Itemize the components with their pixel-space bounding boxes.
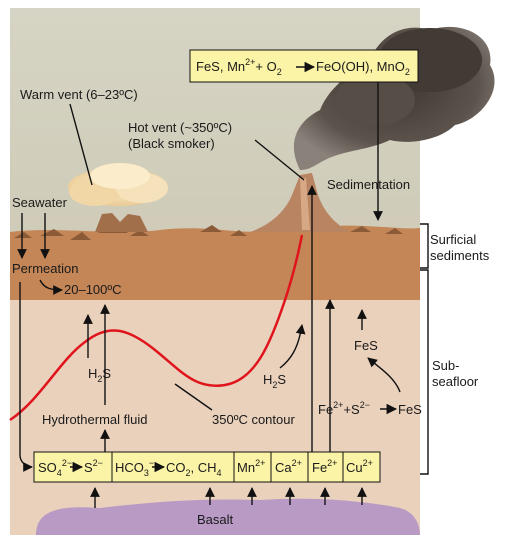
sub-label: Sub- [432,358,459,373]
h2s-left-h: H [88,366,97,381]
svg-text:Mn2+: Mn2+ [237,458,265,475]
contour-350c-line [9,234,304,422]
h2s-right-h: H [263,372,272,387]
ca: Ca [275,460,292,475]
subseafloor-layer [10,300,420,535]
hco3: HCO [115,460,144,475]
hot-vent-leader [254,139,305,181]
top-o2-sub: 2 [277,67,282,77]
flow-arrows [17,82,429,508]
svg-text:H2S: H2S [88,366,111,384]
svg-text:S2−: S2− [84,458,103,475]
hot-vent-label: Hot vent (~350ºC) [128,120,232,135]
top-fes-mn: FeS, Mn [196,59,245,74]
hco3-sub: 3 [144,468,149,478]
top-o2: + O [255,59,276,74]
h2s-left-s: S [102,366,111,381]
h2s-right-arrow [279,324,306,369]
reaction-fe-sup: 2+ [333,400,343,410]
seawater-label: Seawater [12,195,68,210]
hydrothermal-fluid-label: Hydrothermal fluid [42,412,148,427]
so4: SO [38,460,57,475]
mn-sup: 2+ [255,458,265,468]
s2-sup: 2− [93,458,103,468]
svg-text:SO42−: SO42− [38,458,72,478]
h2s-right-s: S [277,372,286,387]
svg-text:Ca2+: Ca2+ [275,458,302,475]
cu-sup: 2+ [363,458,373,468]
cu: Cu [346,460,363,475]
reaction-fe: Fe [318,402,333,417]
basalt-label: Basalt [197,512,234,527]
h2s-right-sub: 2 [272,380,277,390]
seawater-down-arrow [19,282,33,472]
top-product-sub: 2 [405,67,410,77]
h2s-left-sub: 2 [97,374,102,384]
reaction-fes: FeS [398,402,422,417]
black-smoker-label: (Black smoker) [128,136,215,151]
s2: S [84,460,93,475]
warm-vent-leader [69,103,93,186]
top-product: FeO(OH), MnO [316,59,405,74]
fe-sup: 2+ [327,458,337,468]
ch4: , CH [191,460,217,475]
surficial-sediment-layer [10,225,420,300]
warm-vent-plume [68,163,168,232]
reaction-s: +S [343,402,360,417]
chimney-highlight [300,178,310,230]
co2: CO [166,460,186,475]
surficial-bracket [420,223,429,269]
fes-loop-arrow [367,357,401,393]
fe: Fe [312,460,327,475]
contour-leader [174,383,213,411]
co2-sub: 2 [186,468,191,478]
svg-text:FeO(OH), MnO2: FeO(OH), MnO2 [316,59,410,77]
top-mn-sup: 2+ [245,57,255,67]
hco3-sup: − [149,458,154,468]
sedimentation-label: Sedimentation [327,177,410,192]
bottom-chemistry-bar [33,451,381,483]
svg-text:HCO3−: HCO3− [115,458,154,478]
svg-text:Fe2+: Fe2+ [312,458,337,475]
ca-sup: 2+ [292,458,302,468]
vent-chimney [250,173,350,232]
permeation-label: Permeation [12,261,78,276]
subseafloor-bracket [420,269,429,475]
so4-sub: 4 [57,468,62,478]
svg-text:Cu2+: Cu2+ [346,458,373,475]
svg-text:FeS, Mn2++ O2: FeS, Mn2++ O2 [196,57,282,77]
temp-range-label: 20–100ºC [64,282,122,297]
svg-text:CO2, CH4: CO2, CH4 [166,460,222,478]
surficial-label: Surficial [430,232,476,247]
seafloor-label: seafloor [432,374,479,389]
fes-top-label: FeS [354,338,378,353]
mn: Mn [237,460,255,475]
sediments-label: sediments [430,248,490,263]
contour-label: 350ºC contour [212,412,295,427]
basalt-layer [36,498,420,535]
reaction-s-sup: 2− [360,400,370,410]
top-reaction-box [189,49,419,83]
ch4-sub: 4 [217,468,222,478]
svg-text:H2S: H2S [263,372,286,390]
so4-sup: 2− [62,458,72,468]
warm-vent-label: Warm vent (6–23ºC) [20,87,138,102]
permeation-arrow [39,279,63,295]
